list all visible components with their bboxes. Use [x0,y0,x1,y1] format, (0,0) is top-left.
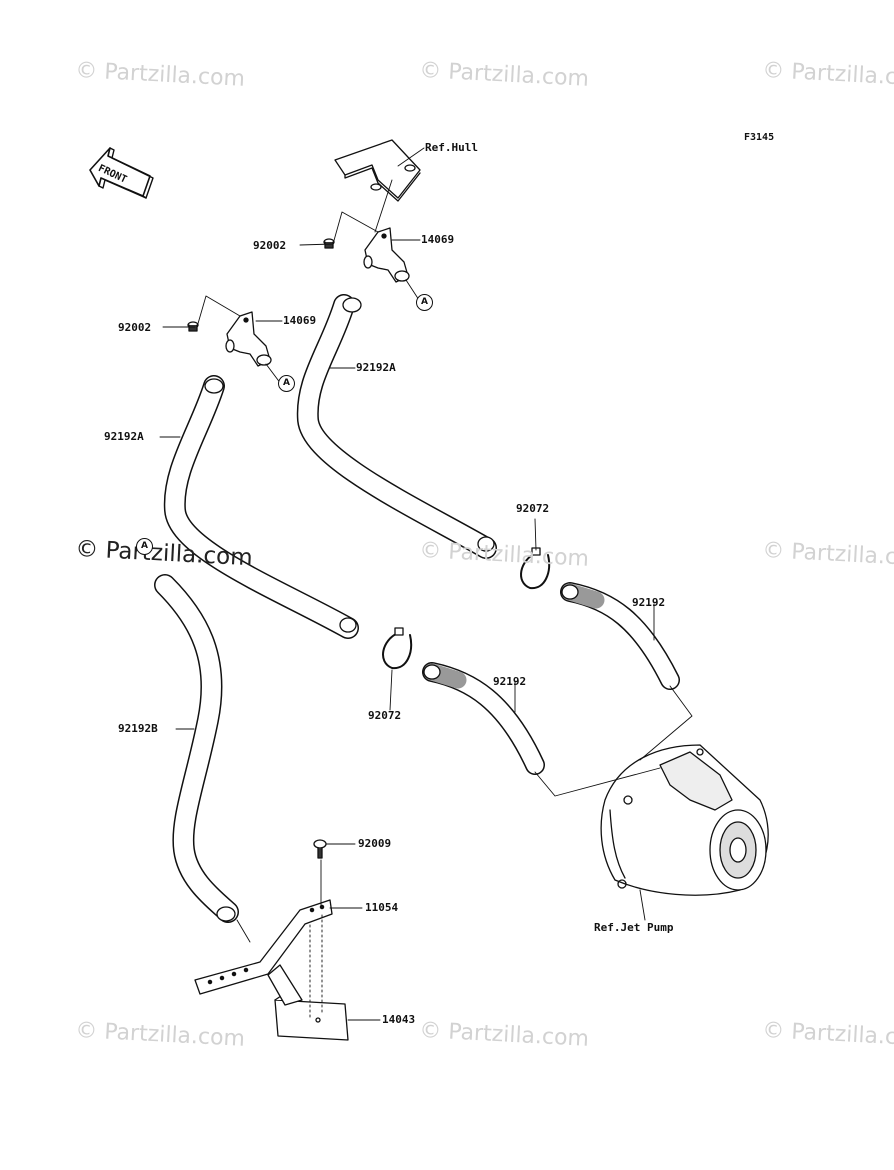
bracket-11054-icon [194,899,333,995]
fitting-14069-left-icon [225,311,272,367]
callout-92192A-left: 92192A [104,430,144,443]
hose-92192-mid-icon [422,662,545,775]
callout-14069-left: 14069 [283,314,317,327]
callout-92002-left: 92002 [118,321,152,334]
callout-92192-mid: 92192 [493,675,527,688]
callout-ref-hull: Ref.Hull [425,141,478,154]
figure-code: F3145 [744,132,775,143]
bolt-92002-left-icon [187,321,199,332]
callout-92192-right: 92192 [632,596,666,609]
callout-92072-bottom: 92072 [368,709,402,722]
fitting-14069-top-icon [363,227,410,283]
callout-11054: 11054 [365,901,399,914]
screw-92009-icon [313,839,327,859]
hose-92192A-top-icon [296,294,497,559]
callout-92192B: 92192B [118,722,158,735]
hose-92192B-icon [154,574,239,923]
callout-ref-jet-pump: Ref.Jet Pump [594,921,674,934]
connector-marker-a: A [136,538,153,555]
callout-14043: 14043 [382,1013,416,1026]
callout-92009: 92009 [358,837,392,850]
connector-marker-a: A [416,294,433,311]
connector-marker-a: A [278,375,295,392]
bolt-92002-top-icon [323,238,335,249]
hull-bracket-icon [334,139,421,202]
callout-92072-top: 92072 [516,502,550,515]
leader-lines [159,147,693,1021]
callout-92002-top: 92002 [253,239,287,252]
callout-92192A-top: 92192A [356,361,396,374]
clamp-92072-bottom-icon [382,627,412,670]
strainer-14043-icon [267,964,349,1041]
callout-14069-top: 14069 [421,233,455,246]
hose-92192A-left-icon [163,375,359,639]
hose-92192-right-icon [560,582,680,690]
front-arrow-icon [89,147,154,199]
jet-pump-icon [600,744,769,896]
